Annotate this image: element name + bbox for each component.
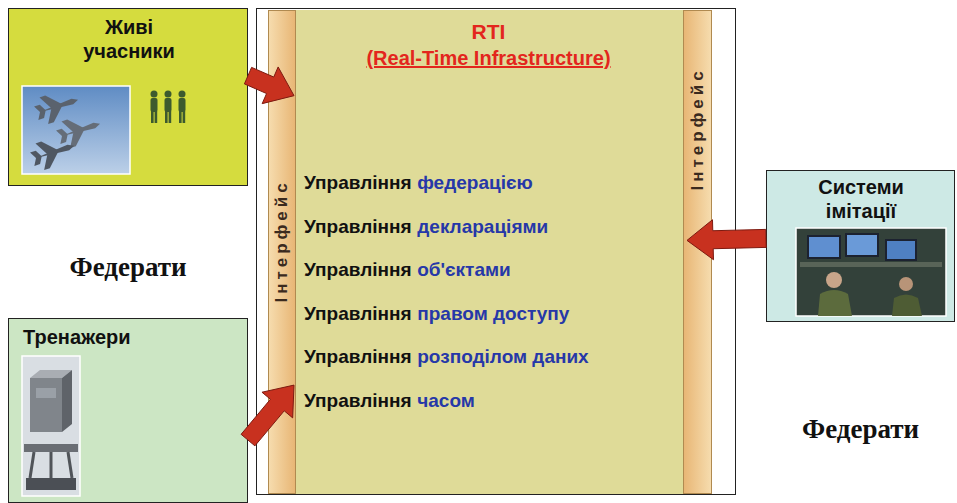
block-arrow bbox=[244, 67, 294, 104]
soldier-figures bbox=[151, 91, 186, 124]
rti-service-row: Управліннячасом bbox=[304, 388, 475, 414]
box-subtitle: (Real-Time Infrastructure) bbox=[294, 46, 683, 70]
interface-band: Інтерфейс bbox=[268, 10, 296, 494]
service-verb: Управління bbox=[304, 390, 412, 411]
jets-picture bbox=[22, 86, 130, 174]
service-verb: Управління bbox=[304, 172, 412, 193]
block-arrow bbox=[241, 385, 294, 446]
service-name: розподілом даних bbox=[417, 346, 588, 367]
rti-service-row: Управлінняоб'єктами bbox=[304, 257, 511, 283]
box-title: Живі учасники bbox=[59, 15, 199, 63]
rti-panel: RTI(Real-Time Infrastructure)Управлінняф… bbox=[294, 10, 687, 494]
service-verb: Управління bbox=[304, 303, 412, 324]
participant-box: Живі учасники bbox=[8, 8, 248, 186]
service-verb: Управління bbox=[304, 216, 412, 237]
rti-service-row: Управліннярозподілом даних bbox=[304, 344, 589, 370]
rti-service-row: Управлінняфедерацією bbox=[304, 170, 533, 196]
federates-label: Федерати bbox=[766, 414, 955, 445]
service-name: правом доступу bbox=[417, 303, 569, 324]
block-arrow bbox=[687, 220, 766, 260]
band-label: Інтерфейс bbox=[272, 179, 292, 302]
service-name: деклараціями bbox=[417, 216, 548, 237]
service-name: часом bbox=[417, 390, 475, 411]
service-verb: Управління bbox=[304, 259, 412, 280]
box-title: Системи імітації bbox=[791, 175, 931, 223]
operators-picture bbox=[796, 228, 946, 316]
rti-service-row: Управліннядеклараціями bbox=[304, 214, 548, 240]
rti-service-row: Управлінняправом доступу bbox=[304, 301, 569, 327]
service-name: федерацією bbox=[417, 172, 532, 193]
simulator-picture bbox=[22, 356, 80, 496]
box-title: RTI bbox=[294, 20, 683, 44]
box-title: Тренажери bbox=[23, 325, 131, 349]
service-verb: Управління bbox=[304, 346, 412, 367]
federates-label: Федерати bbox=[8, 252, 248, 283]
interface-band: Інтерфейс bbox=[683, 10, 712, 494]
trainer-box: Тренажери bbox=[8, 318, 248, 503]
simulation-box: Системи імітації bbox=[766, 170, 955, 322]
band-label: Інтерфейс bbox=[688, 67, 708, 190]
service-name: об'єктами bbox=[417, 259, 510, 280]
